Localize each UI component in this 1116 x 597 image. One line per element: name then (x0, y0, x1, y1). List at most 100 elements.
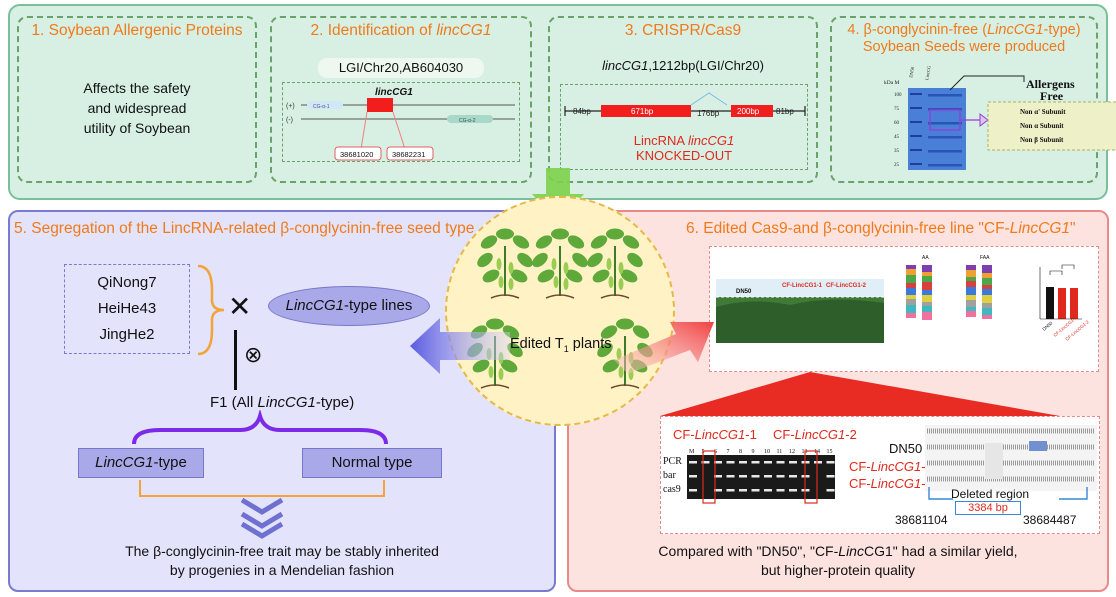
stack-segment (906, 299, 916, 305)
gel-band (776, 489, 785, 492)
gel-band (751, 475, 760, 478)
marker-band (910, 107, 922, 109)
sds-page-figure: kDa M DN50 (control) LincCG1-2 100756045… (884, 66, 1116, 170)
gel-band (776, 461, 785, 464)
cg-a2-exon (447, 115, 493, 123)
stack-segment (966, 281, 976, 287)
allergens-label: Allergens (1026, 77, 1075, 91)
self-line (234, 330, 237, 390)
card-seeds-produced: 4. β-conglycinin-free (LincCG1-type) Soy… (830, 16, 1116, 183)
stacked-bars (906, 265, 992, 320)
stack-segment (906, 305, 916, 313)
seq-cf1-label: CF-LincCG1-1 (849, 459, 933, 474)
lincCG1-type-lines-oval: LincCG1-type lines (268, 286, 430, 326)
left-arrow-path (410, 318, 510, 374)
conclusion-text: The β-conglycinin-free trait may be stab… (125, 543, 439, 578)
gel-band (751, 489, 760, 492)
chevron-3-icon (240, 521, 284, 539)
seg4-label: 200bp (737, 107, 760, 116)
chart-faa-label: FAA (980, 255, 990, 261)
gel-band (689, 489, 697, 492)
card1-line1: Affects the safety (83, 80, 191, 96)
merge-connector-path (139, 480, 385, 497)
mw-tick-label: 75 (894, 107, 900, 112)
soybean-plant-icon (532, 228, 588, 299)
deletion-pos-left: 38681104 (895, 513, 948, 527)
gel-band (789, 489, 797, 492)
gel-band (826, 461, 835, 464)
stack-segment (922, 282, 932, 290)
deletion-bracket (928, 487, 1088, 500)
knockout-svg: 84bp 671bp 176bp 200bp 81bp (564, 92, 806, 118)
gene-map-svg: lincCG1 (+) (-) CG-α-1 CG-α-2 38681020 3… (286, 87, 515, 161)
spliced-intron (690, 92, 728, 106)
mw-tick-label: 25 (894, 163, 900, 168)
gel-image (908, 88, 966, 170)
gel-band (826, 489, 835, 492)
chevron-2-icon (240, 511, 284, 529)
stack-segment (966, 311, 976, 317)
sample-band (928, 108, 962, 111)
stack-segment (982, 278, 992, 285)
deleted-region-label: Deleted region (951, 487, 1030, 501)
stack-segment (906, 265, 916, 269)
sample-band (928, 122, 962, 125)
mw-tick-label: 35 (894, 149, 900, 154)
stack-segment (922, 290, 932, 295)
chevron-down-icon (240, 511, 284, 539)
plus-strand-label: (+) (286, 103, 295, 110)
card-identification: 2. Identification of lincCG1 LGI/Chr20,A… (270, 16, 532, 183)
subunit-3: Non β Subunit (1020, 136, 1064, 144)
chart-aa-label: AA (922, 255, 929, 261)
cg-a1-exon (307, 101, 343, 109)
plants-group (467, 228, 653, 389)
card6-title: 6. Edited Cas9-and β-conglycinin-free li… (686, 220, 1076, 237)
lincCG1-block (367, 98, 393, 112)
gel-band (814, 461, 822, 464)
mw-tick-label: 45 (894, 135, 900, 140)
gel-band (751, 461, 760, 464)
stack-segment (982, 315, 992, 319)
gel-band (739, 475, 747, 478)
deletion-bracket-path (928, 487, 1088, 500)
gel-lane-label: 11 (777, 449, 783, 455)
lincCG1-type-box: LincCG1-type (78, 448, 204, 478)
gel-band (764, 475, 772, 478)
stack-segment (982, 265, 992, 273)
pos-start-line (360, 111, 368, 150)
gel-lane-label: 8 (739, 449, 742, 455)
stack-segment (906, 288, 916, 295)
stack-segment (906, 295, 916, 299)
yield-quality-figure: DN50 CF-LincCG1-1 CF-LincCG1-2 AA FAA DN… (709, 246, 1099, 372)
seg1-label: 84bp (573, 107, 591, 116)
sequence-alignment-svg (925, 425, 1097, 491)
parent-jinghe2: JingHe2 (99, 326, 155, 343)
alignment-marker (1029, 441, 1047, 451)
stack-segment (982, 285, 992, 289)
seg3-label: 176bp (697, 109, 720, 118)
card3-title: 3. CRISPR/Cas9 (624, 22, 742, 39)
pos-start-box (334, 146, 382, 161)
seq-dn50-label: DN50 (889, 441, 923, 456)
gel-band (789, 475, 797, 478)
marker-band (910, 135, 922, 137)
gel-band (726, 461, 735, 464)
molecular-figure: CF-LincCG1-1 CF-LincCG1-2 PCR bar cas9 M… (660, 416, 1100, 534)
pos-end-box (386, 146, 434, 161)
zoom-triangle-path (660, 372, 1060, 416)
gel-band (764, 461, 772, 464)
lane1-label: DN50 (control) (908, 66, 918, 78)
stack-segment (966, 307, 976, 311)
seg5-label: 81bp (776, 107, 794, 116)
pos-end-text: 38682231 (392, 150, 425, 159)
protein-bar-dn50 (1046, 287, 1054, 319)
parent-lines-box: QiNong7 HeiHe43 JingHe2 (64, 264, 190, 354)
deletion-pos-right: 38684487 (1023, 513, 1077, 527)
gel-band (776, 475, 785, 478)
stack-segment (922, 306, 932, 312)
stack-segment (922, 295, 932, 302)
gel-band (714, 461, 722, 464)
stack-segment (966, 265, 976, 270)
yield-figure-svg: DN50 CF-LincCG1-1 CF-LincCG1-2 AA FAA DN… (716, 255, 1090, 343)
